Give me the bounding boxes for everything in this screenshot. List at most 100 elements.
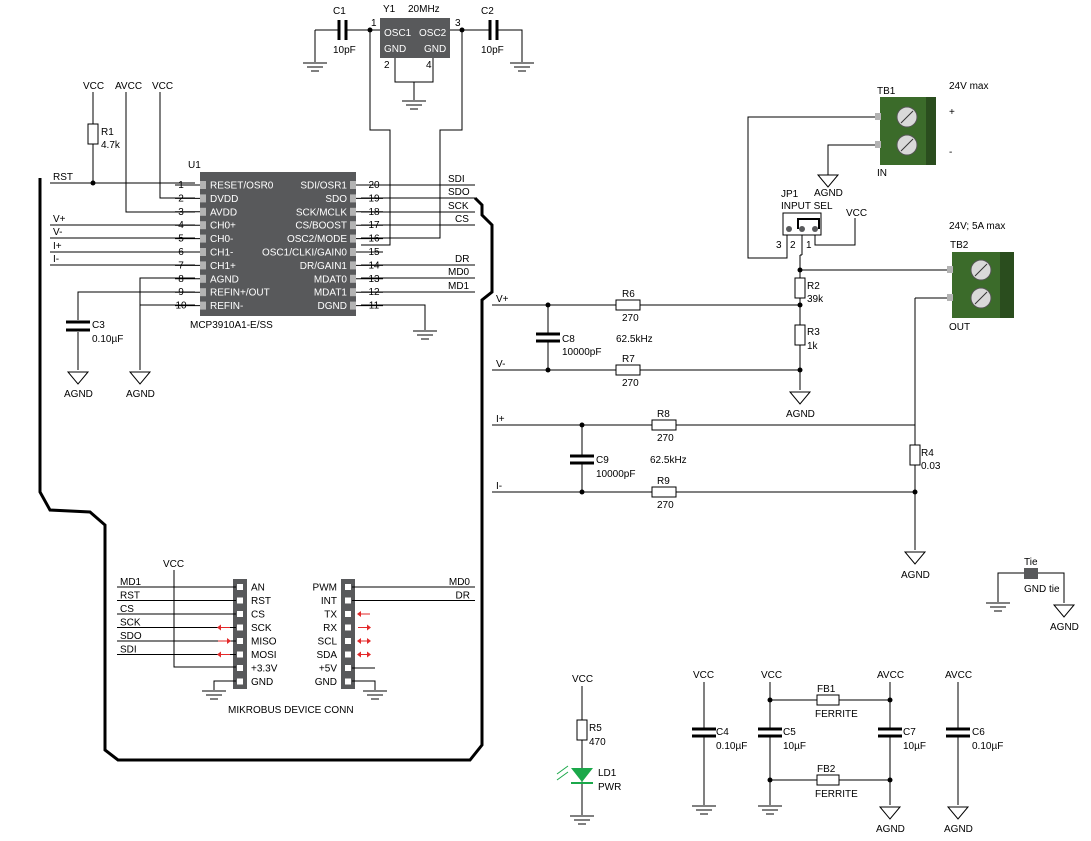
tb1-pin-1 [875, 113, 881, 120]
mb-right-pin-tx-hole [345, 611, 351, 617]
mb-left-pin-an-hole [237, 584, 243, 590]
mb-left-net-rst: RST [120, 591, 140, 602]
jp1-pin-3 [786, 226, 792, 232]
agnd-label-8: AGND [1050, 622, 1079, 633]
vcc-label-4: VCC [163, 559, 184, 570]
fb1-value: FERRITE [815, 709, 858, 720]
net-ip-2: I+ [496, 414, 505, 425]
agnd-symbol-3 [788, 391, 812, 405]
r8-ref: R8 [657, 409, 670, 420]
tb1-ref: TB1 [877, 86, 896, 97]
ic-pin-refin-pad [200, 301, 206, 310]
net-sck: SCK [448, 201, 469, 212]
mb-left-pin-sck-label: SCK [251, 623, 272, 634]
fb1-body [816, 694, 840, 706]
mb-right-header [341, 579, 355, 689]
net-ip: I+ [53, 241, 62, 252]
crystal-gnd2: GND [424, 44, 446, 55]
terminal-tb1: TB1 24V max + - IN [875, 81, 988, 179]
ic-pin-avdd-pad [200, 207, 206, 216]
fb1-ref: FB1 [817, 684, 836, 695]
jp1-label: INPUT SEL [781, 201, 833, 212]
agnd-label-1: AGND [126, 389, 155, 400]
r2-value: 39k [807, 294, 824, 305]
freq-i: 62.5kHz [650, 455, 687, 466]
ic-pin-mdat0-name: MDAT0 [314, 274, 348, 285]
crystal-pin2: 2 [384, 60, 390, 71]
refin-wire [77, 291, 195, 320]
avcc-label-1: AVCC [115, 81, 142, 92]
net-sdi: SDI [448, 174, 465, 185]
ic-part: MCP3910A1-E/SS [190, 320, 273, 331]
mb-gnd-right-wire [352, 680, 376, 690]
jumper-jp1: JP1 INPUT SEL 3 2 1 [776, 189, 833, 251]
ic-pin-dgnd-pad [350, 301, 356, 310]
c6-value: 0.10µF [972, 741, 1003, 752]
osc2-junction [459, 27, 465, 33]
fb2-ref: FB2 [817, 764, 836, 775]
tb1-slot-2 [900, 138, 914, 152]
crystal-osc1: OSC1 [384, 28, 412, 39]
fb2-value: FERRITE [815, 789, 858, 800]
mb-arrowhead-left-5 [357, 638, 361, 644]
mb-right-pin-int-hole [345, 597, 351, 604]
net-im: I- [53, 254, 59, 265]
ic-pin-dvdd-number: 2 [178, 193, 184, 204]
mb-right-net-dr: DR [456, 591, 470, 602]
jp1-p2: 2 [790, 240, 796, 251]
ic-pin-dvdd-pad [200, 194, 206, 203]
vcc-label-3: VCC [846, 208, 867, 219]
crystal-body [380, 18, 450, 58]
r2-ref: R2 [807, 281, 820, 292]
agnd-pin8-wire [139, 277, 195, 370]
mb-right-pin-scl-label: SCL [318, 637, 338, 648]
net-rst: RST [53, 172, 73, 183]
avcc-avdd-wire [125, 92, 195, 213]
ic-pin-agnd-name: AGND [210, 274, 239, 285]
ic-pin-dr-gain1-name: DR/GAIN1 [300, 261, 348, 272]
mb-arrowhead-left-2 [217, 651, 221, 658]
r3-ref: R3 [807, 327, 820, 338]
ic-pin-osc2-mode-number: 16 [368, 234, 380, 245]
agnd-label-2: AGND [64, 389, 93, 400]
mikrobus-title: MIKROBUS DEVICE CONN [228, 705, 354, 716]
crystal-osc2: OSC2 [419, 28, 447, 39]
jp1-p1: 1 [806, 240, 812, 251]
ic-pin-refin-out-number: 9 [178, 287, 184, 298]
ld1-value: PWR [598, 782, 621, 793]
c4-ref: C4 [716, 727, 729, 738]
ic-pin-ch0-pad [200, 221, 206, 230]
agnd-symbol-5 [816, 174, 840, 188]
mb-left-header [233, 579, 247, 689]
tb2-slot-2 [974, 291, 988, 305]
jp1-ref: JP1 [781, 189, 799, 200]
net-im-2: I- [496, 481, 502, 492]
tb2-rating: 24V; 5A max [949, 221, 1005, 232]
crystal: Y1 20MHz OSC1 OSC2 GND GND 1 3 2 4 [371, 4, 461, 71]
ic-pin-refin-out-name: REFIN+/OUT [210, 288, 270, 299]
ic-pin-ch0-pad [200, 234, 206, 243]
ic-pin-refin-number: 10 [175, 301, 187, 312]
ic-pin-mdat0-number: 13 [368, 274, 380, 285]
crystal-value: 20MHz [408, 4, 440, 15]
r6-body [615, 299, 641, 311]
agnd-symbol-7 [946, 806, 970, 820]
ic-pin-cs-boost-number: 17 [368, 220, 380, 231]
c7-junction-bot [887, 777, 893, 783]
r6-value: 270 [622, 313, 639, 324]
r9-ref: R9 [657, 476, 670, 487]
freq-v: 62.5kHz [616, 334, 653, 345]
tb2-slot-1 [974, 263, 988, 277]
mb-left-pin-gnd-hole [237, 678, 243, 685]
r4-body [909, 444, 921, 466]
mb-right-pin-sda-label: SDA [316, 650, 337, 661]
tb2-pin-1 [947, 266, 953, 273]
r8-body [651, 419, 677, 431]
tb1-rating: 24V max [949, 81, 988, 92]
c8-ref: C8 [562, 334, 575, 345]
mb-right-pin-pwm-label: PWM [313, 583, 337, 594]
mb-left-pin-cs-hole [237, 611, 243, 617]
